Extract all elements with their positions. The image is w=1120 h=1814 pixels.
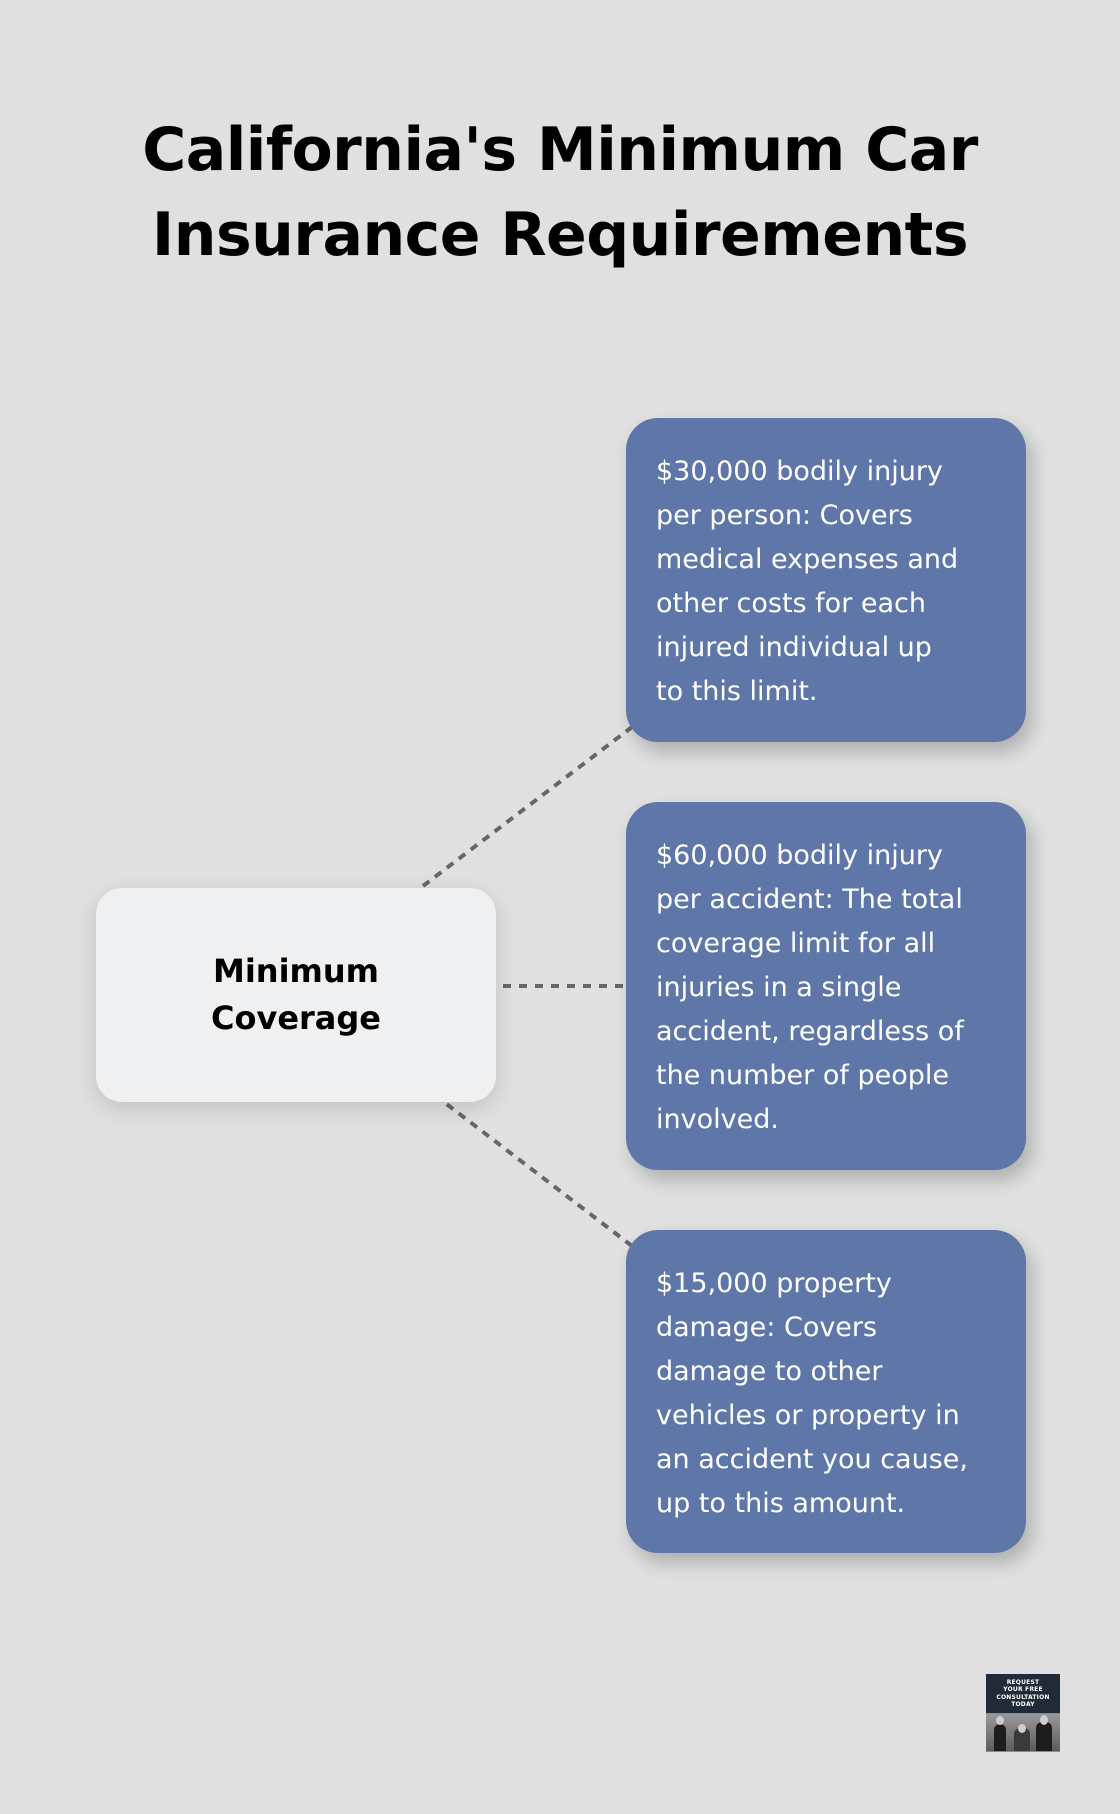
center-node-line-2: Coverage bbox=[210, 999, 381, 1037]
card-text-line: damage to other bbox=[656, 1356, 883, 1387]
page-title: California's Minimum Car Insurance Requi… bbox=[0, 108, 1120, 278]
card-text-line: $30,000 bodily injury bbox=[656, 456, 943, 487]
card-text-line: accident, regardless of bbox=[656, 1016, 964, 1047]
ad-team-photo bbox=[986, 1714, 1060, 1752]
ad-text-line: REQUEST bbox=[1006, 1678, 1040, 1686]
card-text-line: vehicles or property in bbox=[656, 1400, 960, 1431]
card-text-line: medical expenses and bbox=[656, 544, 959, 575]
center-node-minimum-coverage: Minimum Coverage bbox=[96, 888, 496, 1102]
card-text-line: damage: Covers bbox=[656, 1312, 878, 1343]
connector-to-card-3 bbox=[421, 1084, 634, 1248]
ad-headline: REQUEST YOUR FREE CONSULTATION TODAY bbox=[986, 1674, 1060, 1714]
card-text-line: to this limit. bbox=[656, 676, 818, 707]
card-text-line: injured individual up bbox=[656, 632, 932, 663]
connector-to-card-1 bbox=[421, 725, 634, 888]
title-line-2: Insurance Requirements bbox=[151, 200, 969, 270]
center-node-line-1: Minimum bbox=[212, 952, 380, 990]
card-text-line: per accident: The total bbox=[656, 884, 963, 915]
card-text-line: $60,000 bodily injury bbox=[656, 840, 943, 871]
title-line-1: California's Minimum Car bbox=[142, 115, 978, 185]
card-text-line: the number of people bbox=[656, 1060, 949, 1091]
card-property-damage: $15,000 property damage: Covers damage t… bbox=[626, 1230, 1026, 1553]
free-consultation-ad[interactable]: REQUEST YOUR FREE CONSULTATION TODAY bbox=[986, 1674, 1060, 1752]
card-bodily-injury-per-accident: $60,000 bodily injury per accident: The … bbox=[626, 802, 1026, 1170]
card-text-line: coverage limit for all bbox=[656, 928, 936, 959]
card-text-line: injuries in a single bbox=[656, 972, 902, 1003]
ad-text-line: TODAY bbox=[1011, 1701, 1035, 1708]
card-text-line: $15,000 property bbox=[656, 1268, 892, 1299]
ad-text-line: YOUR FREE bbox=[1003, 1686, 1043, 1693]
card-text-line: involved. bbox=[656, 1104, 779, 1135]
card-text-line: an accident you cause, bbox=[656, 1444, 968, 1475]
card-text-line: up to this amount. bbox=[656, 1488, 906, 1519]
card-text-line: per person: Covers bbox=[656, 500, 913, 531]
card-bodily-injury-per-person: $30,000 bodily injury per person: Covers… bbox=[626, 418, 1026, 742]
card-text-line: other costs for each bbox=[656, 588, 926, 619]
ad-text-line: CONSULTATION bbox=[996, 1693, 1050, 1701]
